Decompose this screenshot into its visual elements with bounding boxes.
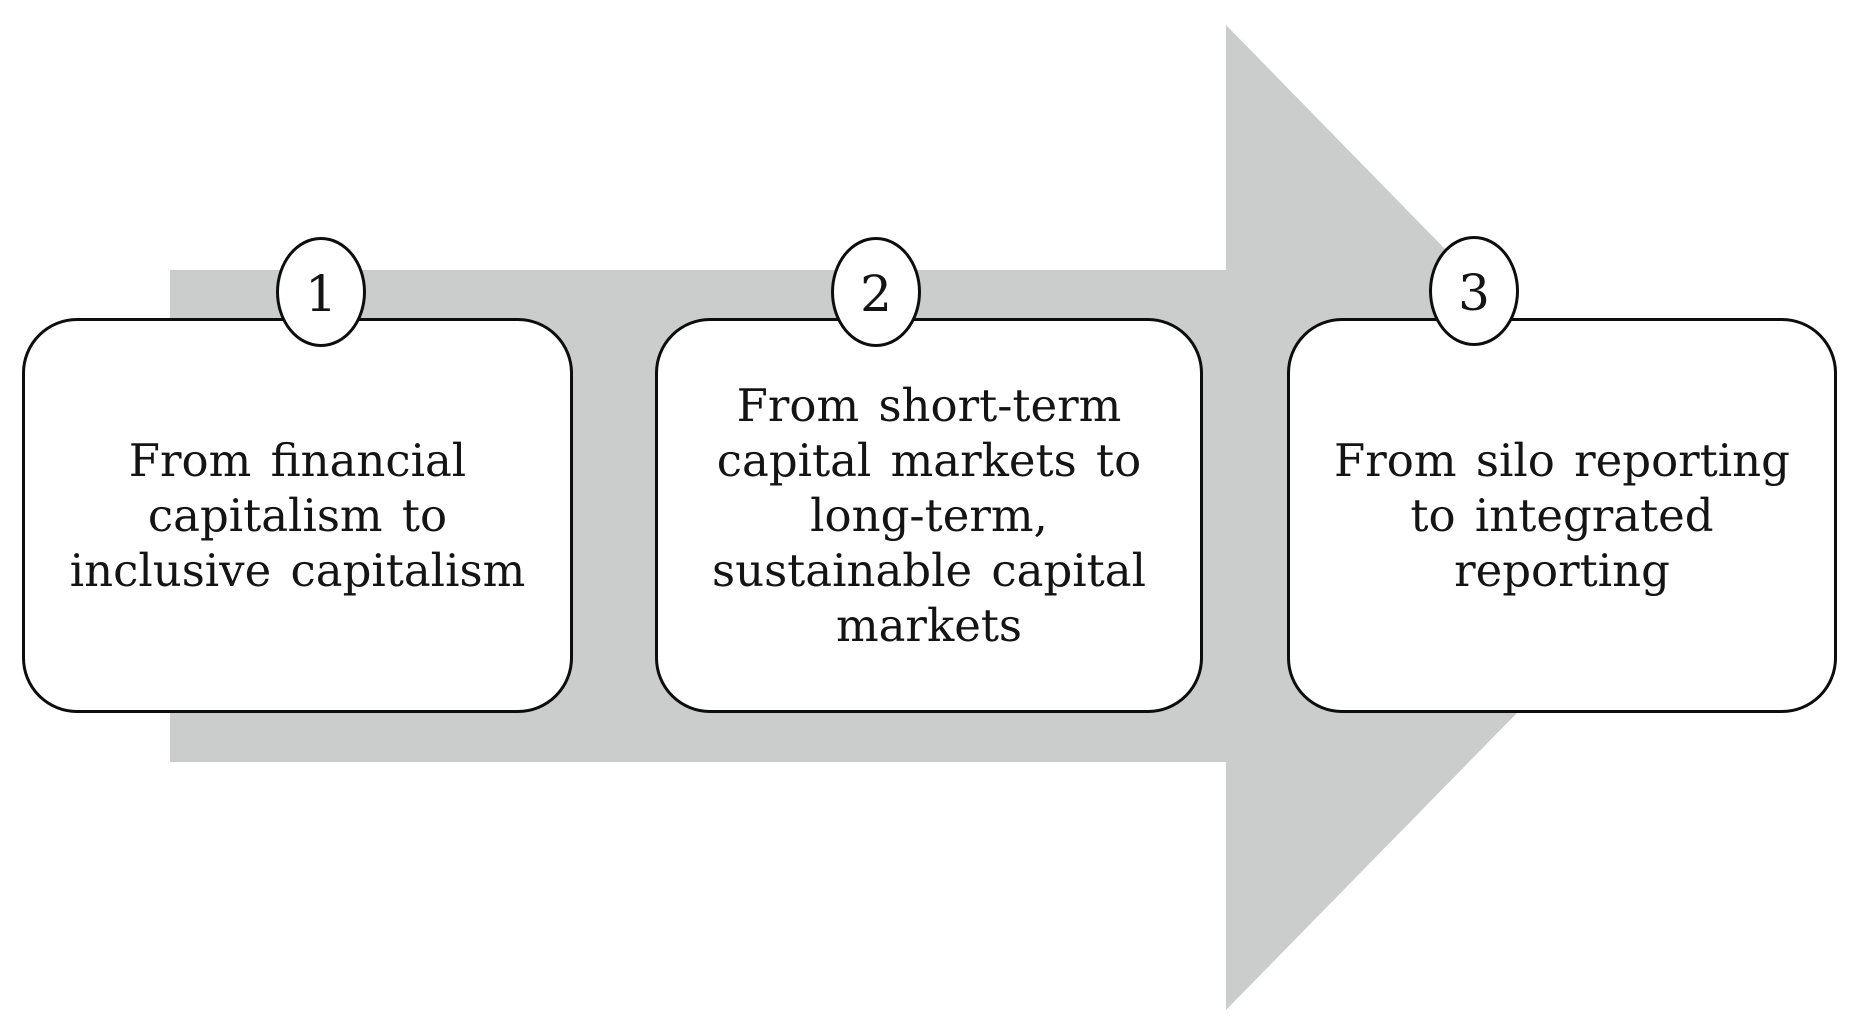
step-2-number: 2 — [860, 265, 892, 323]
step-2-badge: 2 — [831, 237, 921, 347]
step-2-box: From short-term capital markets to long-… — [655, 318, 1203, 713]
text-line: From financial — [128, 434, 467, 487]
step-1-text: From financial capitalism to inclusive c… — [70, 433, 525, 598]
step-3-badge: 3 — [1429, 236, 1519, 346]
step-3-number: 3 — [1458, 264, 1490, 322]
text-line: markets — [835, 599, 1023, 652]
text-line: sustainable capital — [712, 544, 1146, 597]
text-line: capital markets to — [716, 434, 1142, 487]
step-3-text: From silo reporting to integrated report… — [1334, 433, 1790, 598]
step-2-text: From short-term capital markets to long-… — [712, 378, 1146, 653]
text-line: to integrated — [1410, 489, 1714, 542]
text-line: capitalism to — [147, 489, 448, 542]
step-3-box: From silo reporting to integrated report… — [1287, 318, 1837, 713]
text-line: reporting — [1454, 544, 1670, 597]
step-1-number: 1 — [305, 265, 337, 323]
step-1-box: From financial capitalism to inclusive c… — [22, 318, 573, 713]
text-line: From short-term — [736, 379, 1122, 432]
text-line: long-term, — [810, 489, 1048, 542]
text-line: From silo reporting — [1334, 434, 1790, 487]
step-1-badge: 1 — [276, 237, 366, 347]
text-line: inclusive capitalism — [69, 544, 526, 597]
